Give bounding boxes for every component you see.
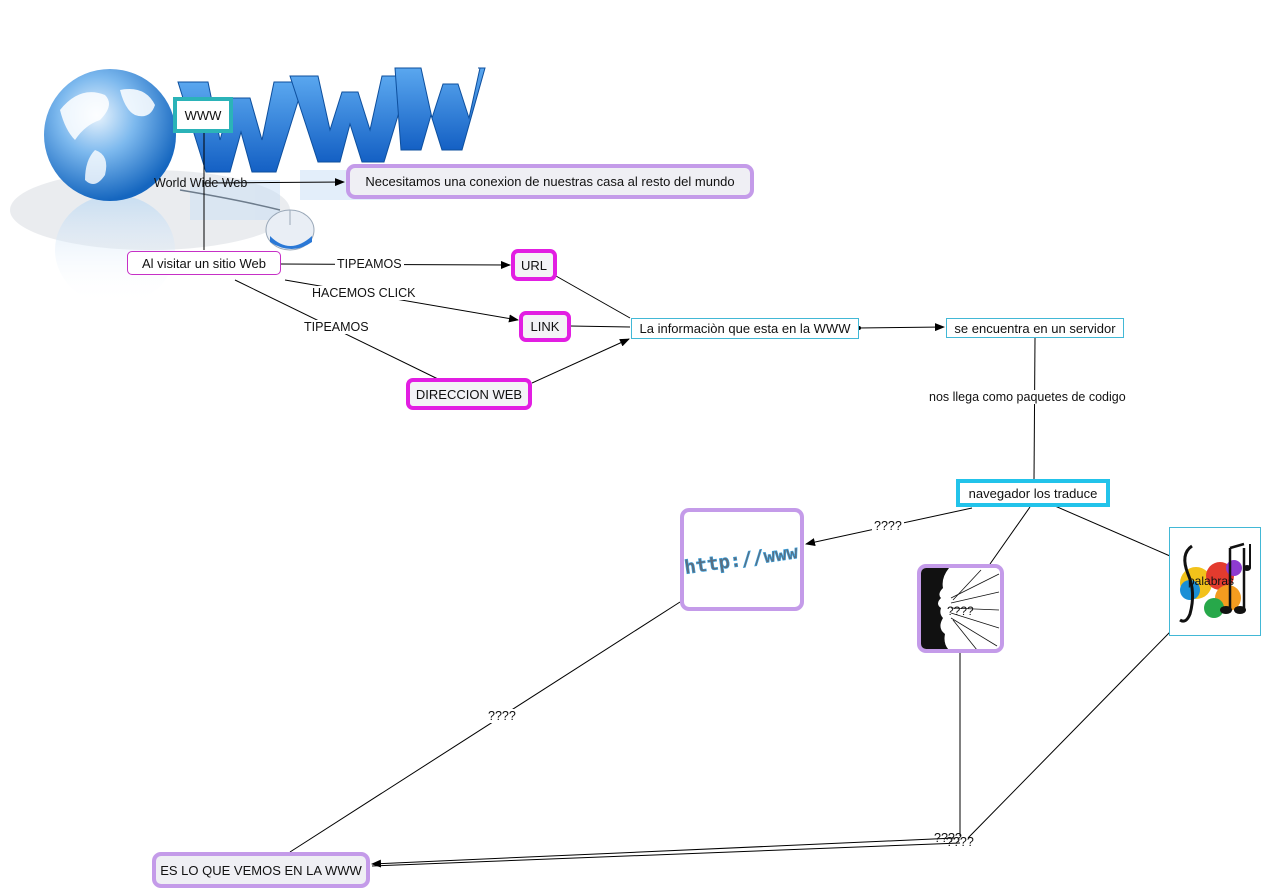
node-http-image[interactable]: http://www <box>680 508 804 611</box>
node-al-visitar-sitio-web[interactable]: Al visitar un sitio Web <box>127 251 281 275</box>
face-caption: ???? <box>947 604 974 618</box>
node-es-lo-que-vemos[interactable]: ES LO QUE VEMOS EN LA WWW <box>152 852 370 888</box>
node-face-image[interactable]: ???? <box>917 564 1004 653</box>
edge-label-tipeamos-direccion: TIPEAMOS <box>302 320 371 334</box>
edge-label-question-http-bottom: ???? <box>486 709 518 723</box>
music-caption: palabras <box>1188 574 1235 588</box>
http-www-image: http://www <box>684 540 800 579</box>
node-necesitamos-conexion[interactable]: Necesitamos una conexion de nuestras cas… <box>346 164 754 199</box>
face-profile-image <box>921 568 1000 649</box>
node-informacion-www[interactable]: La informaciòn que esta en la WWW <box>631 318 859 339</box>
node-navegador[interactable]: navegador los traduce <box>956 479 1110 507</box>
edge-label-question-face-bottom: ???? <box>934 831 962 845</box>
edge-label-question-music-bottom: ???? <box>946 835 974 849</box>
node-www[interactable]: WWW <box>173 97 233 133</box>
computer-mouse-icon <box>265 209 315 251</box>
http-www-text: http://www <box>684 541 800 579</box>
edge-label-hacemos-click: HACEMOS CLICK <box>310 286 418 300</box>
node-servidor[interactable]: se encuentra en un servidor <box>946 318 1124 338</box>
music-notes-image <box>1179 542 1251 623</box>
node-music-image[interactable]: palabras <box>1169 527 1261 636</box>
node-url[interactable]: URL <box>511 249 557 281</box>
edge-label-nos-llega: nos llega como paquetes de codigo <box>927 390 1128 404</box>
node-link[interactable]: LINK <box>519 311 571 342</box>
node-direccion-web[interactable]: DIRECCION WEB <box>406 378 532 410</box>
edge-label-question-http: ???? <box>872 519 904 533</box>
edge-label-tipeamos-url: TIPEAMOS <box>335 257 404 271</box>
edge-label-world-wide-web: World Wide Web <box>154 176 248 190</box>
